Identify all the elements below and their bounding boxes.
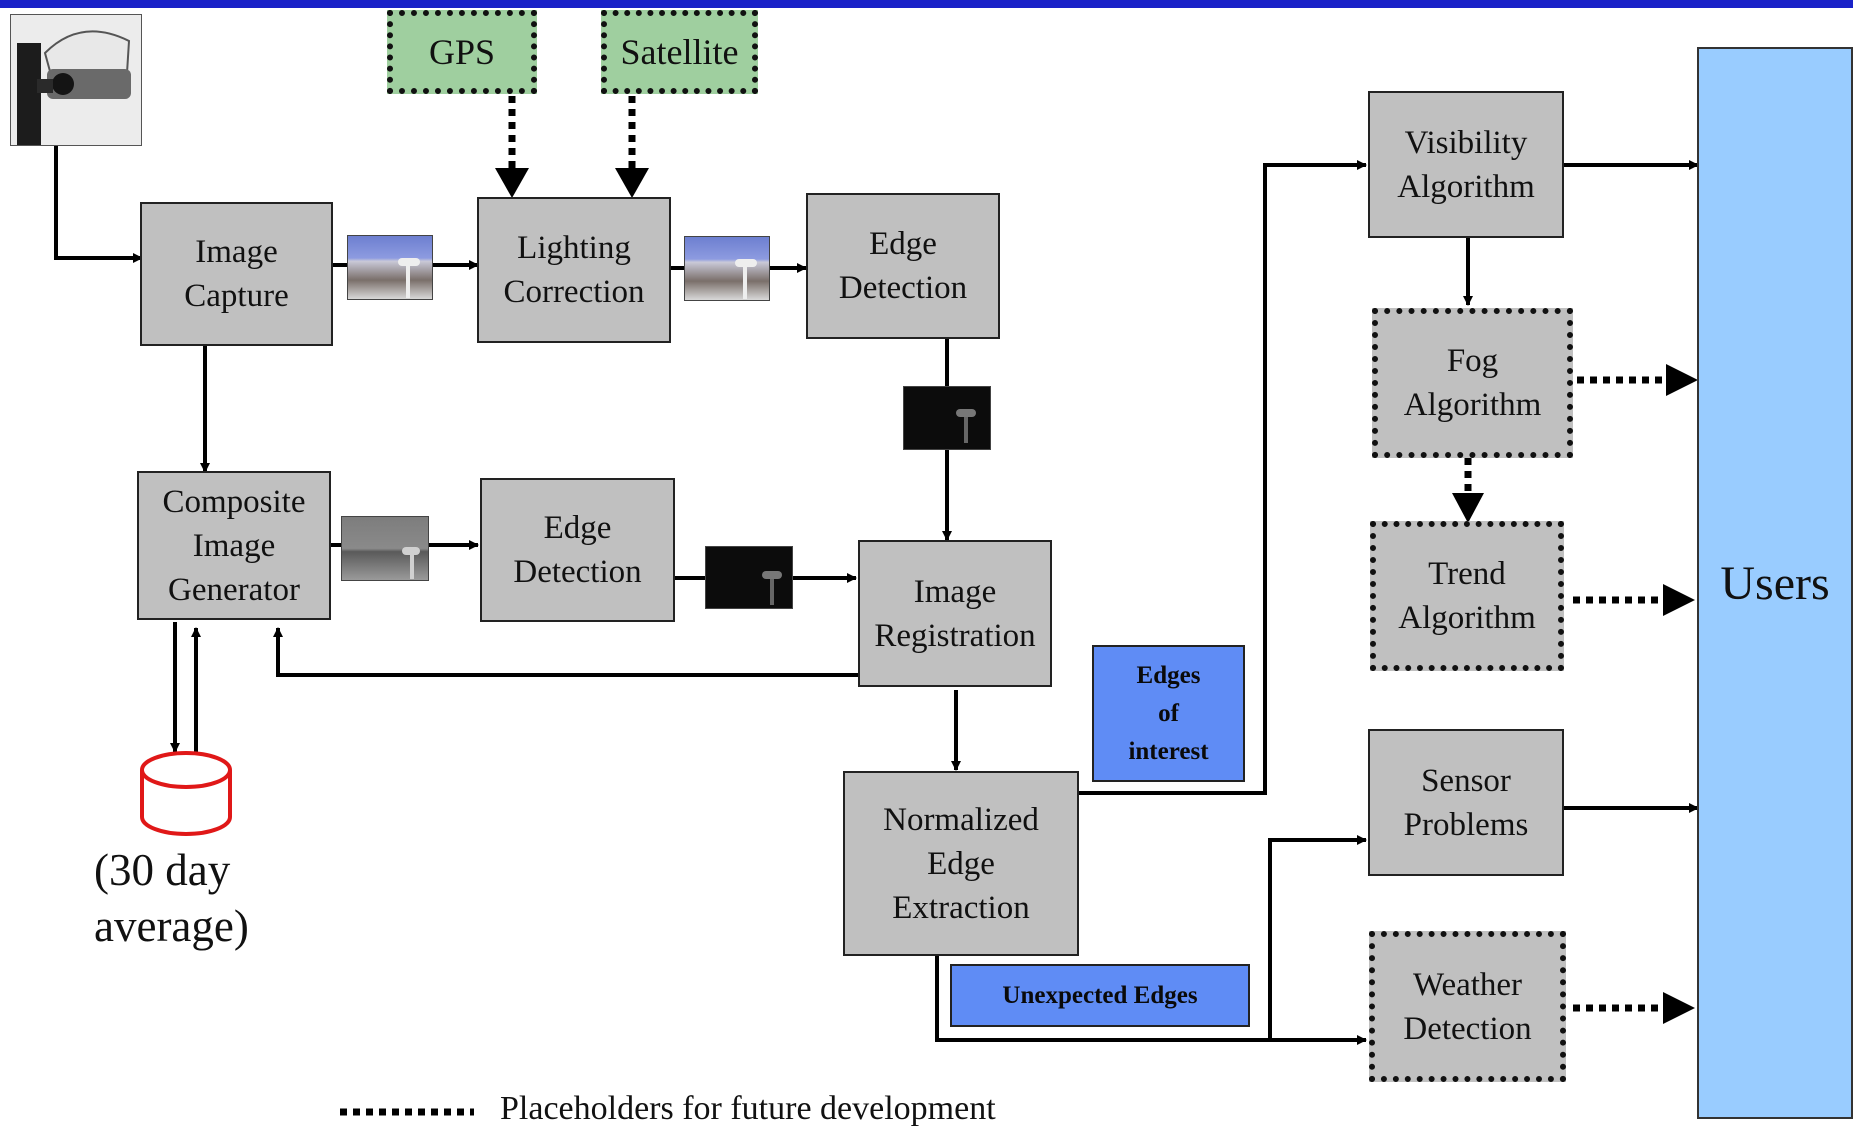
trend-algorithm-box: Trend Algorithm <box>1370 521 1564 671</box>
edge-detection-top-box: Edge Detection <box>806 193 1000 339</box>
gps-input: GPS <box>387 10 537 94</box>
top-title-bar <box>0 0 1853 8</box>
visibility-algorithm-box: Visibility Algorithm <box>1368 91 1564 238</box>
image-capture-box: Image Capture <box>140 202 333 346</box>
lighting-correction-box: Lighting Correction <box>477 197 671 343</box>
arrowhead-fog-to-trend <box>1452 493 1484 523</box>
arrowhead-fog-to-users <box>1666 364 1698 396</box>
weather-detection-box: Weather Detection <box>1369 931 1566 1082</box>
thumbnail-captured-image <box>347 235 433 300</box>
thumbnail-edge-image-top <box>903 386 991 450</box>
edge-detection-mid-box: Edge Detection <box>480 478 675 622</box>
camera-icon <box>10 14 142 146</box>
sensor-problems-box: Sensor Problems <box>1368 729 1564 876</box>
unexpected-edges-label: Unexpected Edges <box>950 964 1250 1027</box>
database-icon <box>140 751 232 836</box>
satellite-input: Satellite <box>601 10 758 94</box>
users-box: Users <box>1697 47 1853 1119</box>
arrowhead-weather-to-users <box>1663 992 1695 1024</box>
normalized-edge-extraction-box: Normalized Edge Extraction <box>843 771 1079 956</box>
fog-algorithm-box: Fog Algorithm <box>1372 308 1573 458</box>
arrowhead-satellite <box>615 168 649 198</box>
arrow-registration-feedback <box>273 627 858 677</box>
arrowhead-gps <box>495 168 529 198</box>
edges-of-interest-label: Edges of interest <box>1092 645 1245 782</box>
arrowhead-trend-to-users <box>1663 584 1695 616</box>
composite-image-generator-box: Composite Image Generator <box>137 471 331 620</box>
arrow-camera-to-capture <box>54 146 143 263</box>
database-caption: (30 day average) <box>94 845 249 951</box>
thumbnail-composite-image <box>341 516 429 581</box>
image-registration-box: Image Registration <box>858 540 1052 687</box>
thumbnail-corrected-image <box>684 236 770 301</box>
arrow-to-visibility <box>1078 160 1367 795</box>
thumbnail-edge-image-mid <box>705 546 793 609</box>
legend-text: Placeholders for future development <box>500 1090 996 1127</box>
